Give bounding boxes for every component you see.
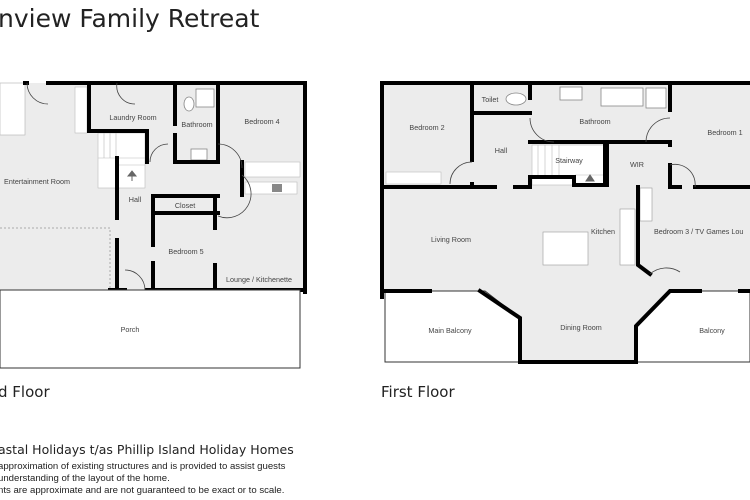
stove-icon	[272, 184, 282, 192]
room-kitchen: Kitchen	[591, 227, 615, 236]
room-bedroom4: Bedroom 4	[244, 117, 279, 126]
sink-icon	[190, 148, 208, 161]
room-bedroom1: Bedroom 1	[707, 128, 742, 137]
room-main-balcony: Main Balcony	[428, 326, 472, 335]
ground-floor-plan: Entertainment Room Laundry Room Bathroom…	[0, 81, 307, 369]
room-bedroom5: Bedroom 5	[168, 247, 203, 256]
room-laundry: Laundry Room	[109, 113, 156, 122]
disclaimer-line-1: approximation of existing structures and…	[0, 461, 286, 472]
kitchen-bench	[619, 208, 636, 266]
kitchenette-counter	[244, 181, 298, 195]
bedroom2-robe	[385, 171, 442, 185]
room-bedroom2: Bedroom 2	[409, 123, 444, 132]
dashed-outline	[0, 227, 111, 290]
disclaimer-line-3: nts are approximate and are not guarante…	[0, 485, 285, 496]
ground-floor-label: d Floor	[0, 383, 50, 401]
room-bedroom3: Bedroom 3 / TV Games Lou	[654, 227, 743, 236]
room-living: Living Room	[431, 235, 471, 244]
first-floor-plan: Bedroom 2 Toilet Hall Bathroom Stairway …	[380, 81, 750, 364]
bedroom3-robe	[639, 187, 653, 222]
entertainment-fixture	[0, 82, 26, 136]
porch-area	[0, 289, 301, 369]
room-stairway: Stairway	[555, 156, 583, 165]
counter	[74, 86, 88, 134]
company-name: astal Holidays t/as Phillip Island Holid…	[0, 442, 294, 457]
shower-icon	[195, 88, 215, 108]
room-porch: Porch	[121, 325, 140, 334]
room-hall-first: Hall	[495, 146, 508, 155]
page-title: nview Family Retreat	[0, 4, 260, 33]
room-lounge-kitchenette: Lounge / Kitchenette	[226, 275, 292, 284]
bathtub-icon	[600, 87, 644, 107]
disclaimer-line-2: understanding of the layout of the home.	[0, 473, 170, 484]
stairs-ground	[97, 132, 146, 189]
bench	[244, 161, 301, 178]
room-dining: Dining Room	[560, 323, 602, 332]
shower-icon	[645, 87, 667, 109]
room-closet: Closet	[175, 201, 195, 210]
kitchen-island	[542, 231, 589, 266]
room-toilet: Toilet	[482, 95, 499, 104]
toilet-icon	[183, 96, 195, 112]
room-bathroom-ground: Bathroom	[181, 120, 212, 129]
first-floor-label: First Floor	[381, 383, 455, 401]
room-hall-ground: Hall	[129, 195, 142, 204]
room-entertainment: Entertainment Room	[4, 177, 70, 186]
room-bathroom-first: Bathroom	[579, 117, 610, 126]
room-wir: WIR	[630, 160, 644, 169]
sink-icon	[559, 86, 583, 101]
toilet-icon	[505, 92, 527, 106]
room-balcony: Balcony	[699, 326, 725, 335]
